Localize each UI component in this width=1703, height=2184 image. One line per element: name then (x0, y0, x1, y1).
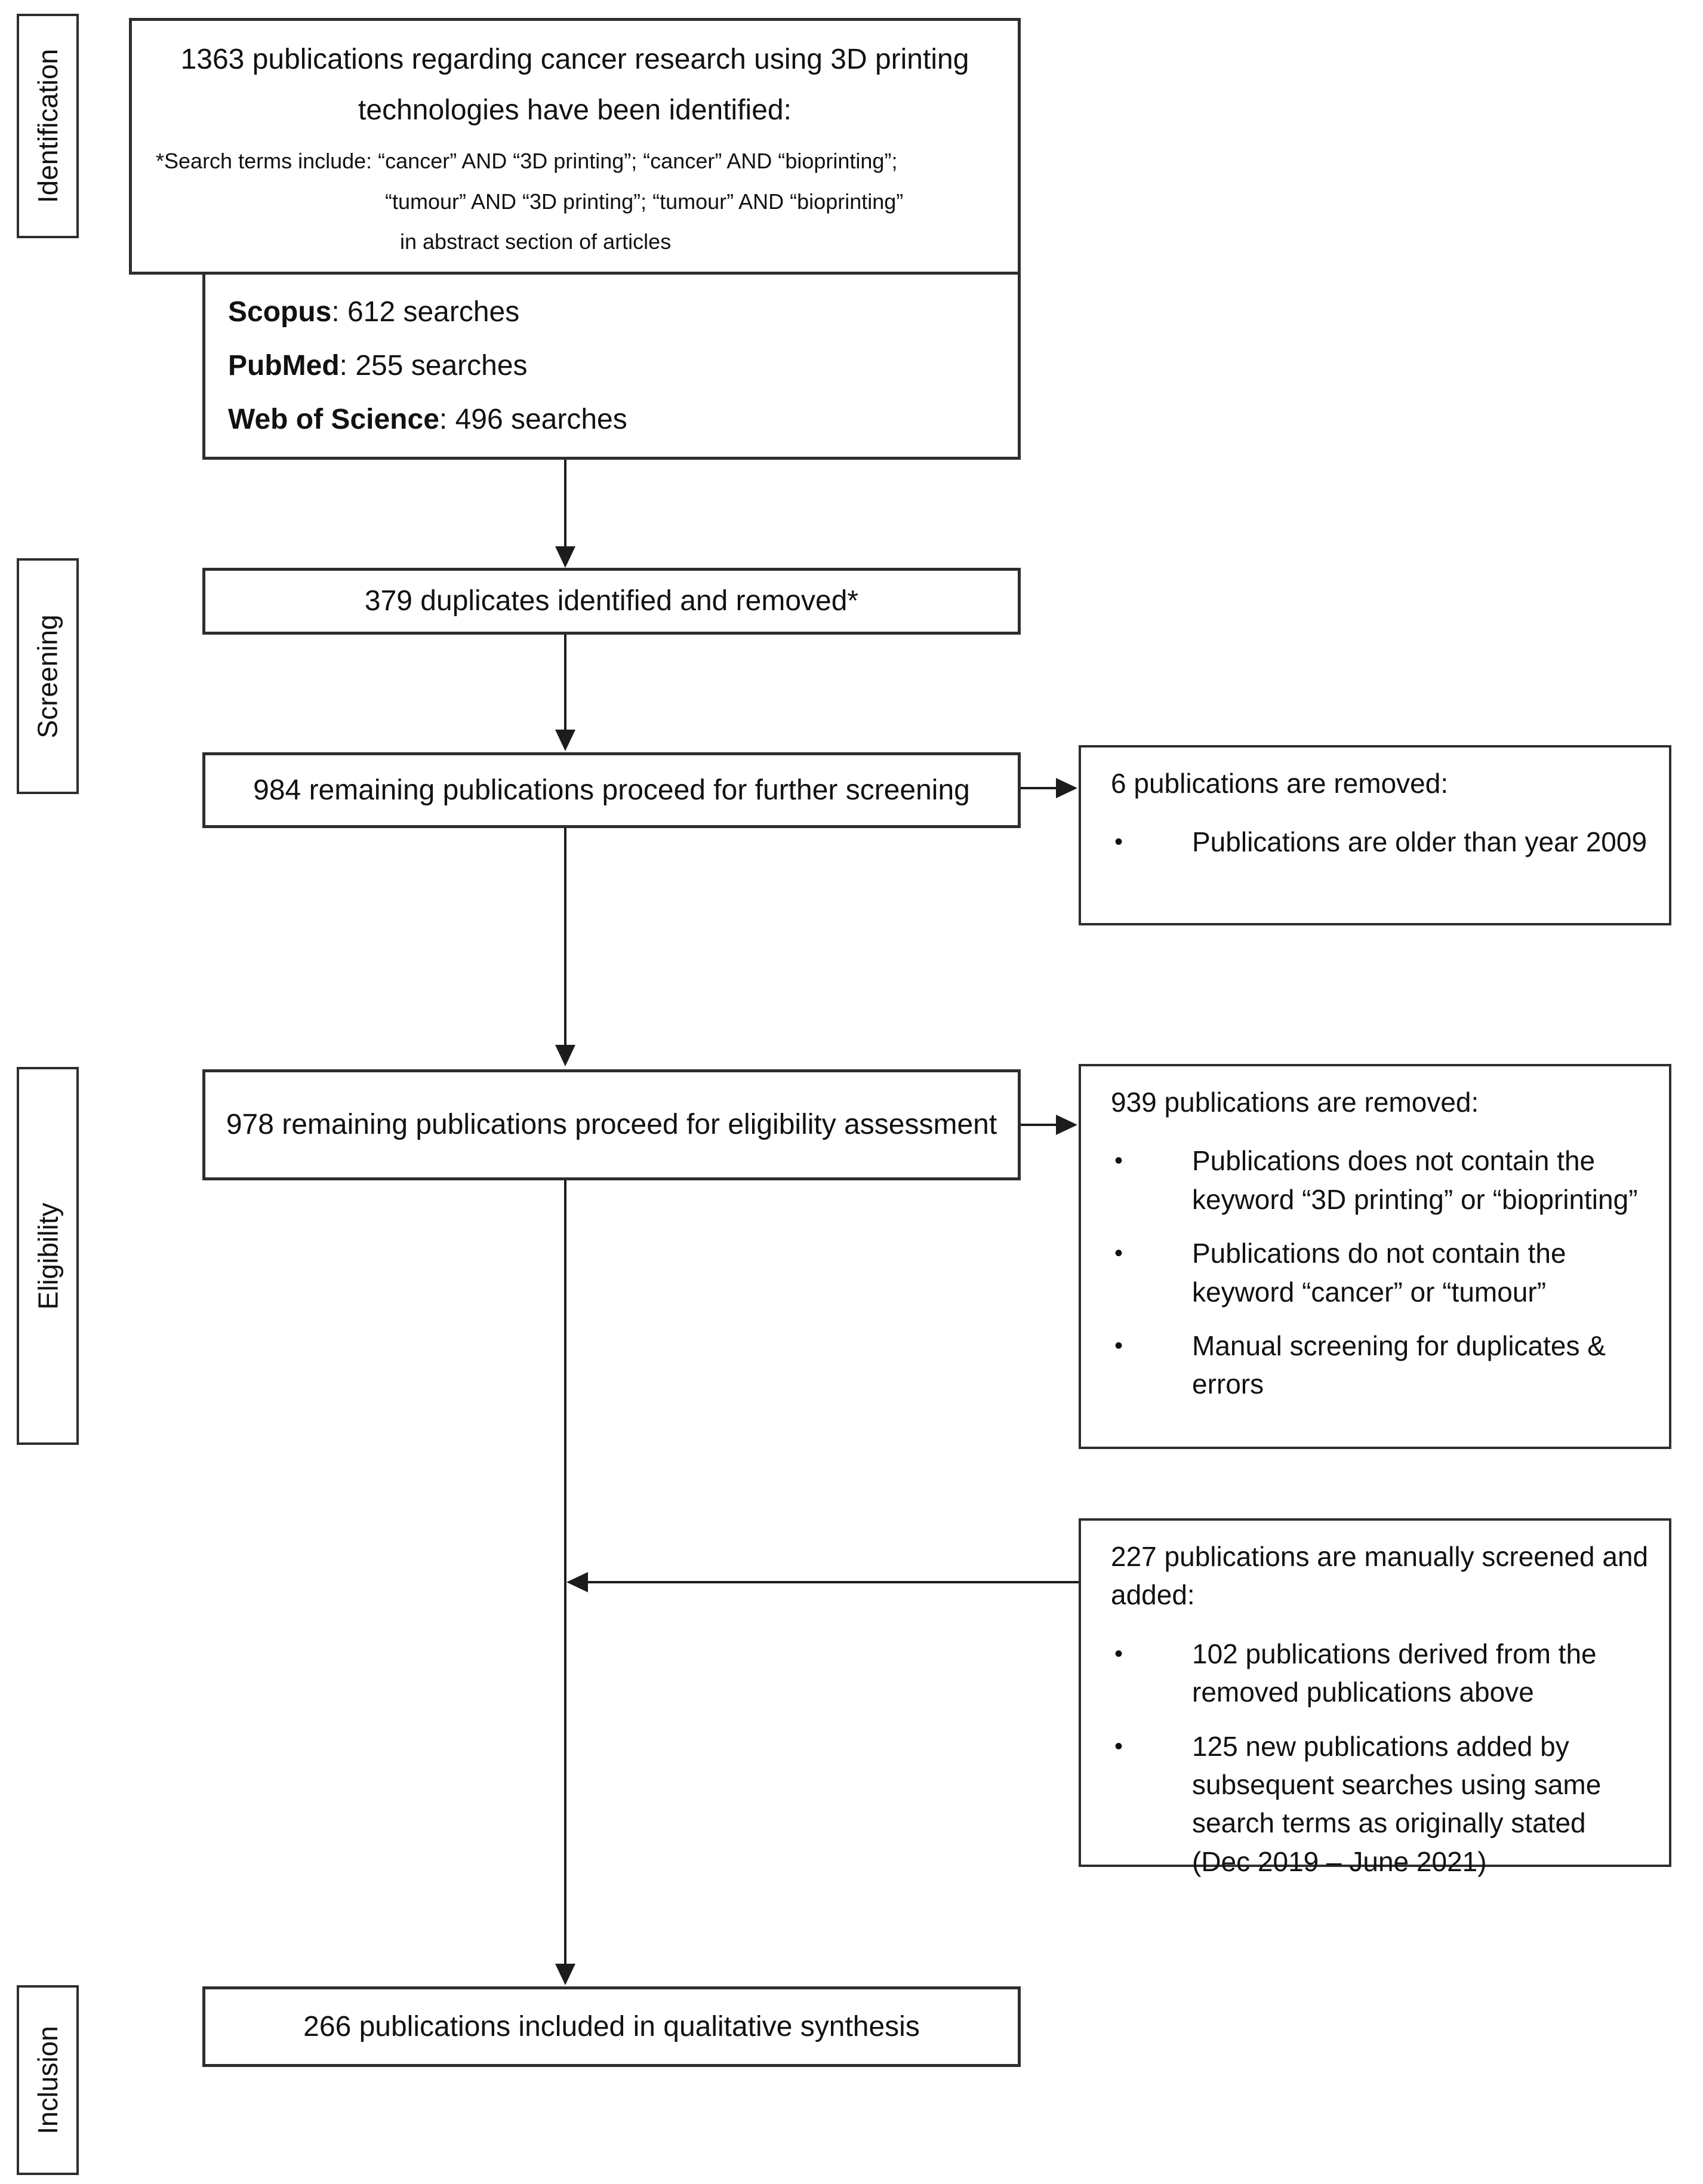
manually-added-bullet-1: • 102 publications derived from the remo… (1111, 1635, 1651, 1712)
manually-added-bullet-1-text: 102 publications derived from the remove… (1192, 1638, 1597, 1708)
eligibility-removed-bullet-2-text: Publications do not contain the keyword … (1192, 1238, 1566, 1308)
arrow-sources-to-duplicates-line (564, 460, 566, 548)
manually-added-bullet-2: • 125 new publications added by subseque… (1111, 1727, 1651, 1881)
arrow-eligibility-to-included-head-icon (555, 1964, 575, 1985)
eligibility-text: 978 remaining publications proceed for e… (226, 1109, 997, 1141)
source-count-web-of-science: : 496 searches (439, 404, 627, 435)
bullet-dot-icon: • (1114, 1240, 1123, 1267)
stage-label-identification-text: Identification (32, 48, 63, 204)
search-terms-line2: “tumour” AND “3D printing”; “tumour” AND… (385, 189, 904, 214)
identified-title-line2: technologies have been identified: (358, 94, 792, 127)
duplicates-removed-text: 379 duplicates identified and removed* (364, 585, 859, 617)
search-terms-note: *Search terms include: “cancer” AND “3D … (132, 141, 1018, 262)
arrow-added-to-mainflow-line (586, 1581, 1079, 1583)
eligibility-removed-bullet-2: • Publications do not contain the keywor… (1111, 1234, 1651, 1311)
manually-added-header: 227 publications are manually screened a… (1111, 1541, 1649, 1611)
arrow-eligibility-to-removed-head-icon (1056, 1115, 1077, 1135)
duplicates-removed-box: 379 duplicates identified and removed* (202, 568, 1021, 635)
stage-label-screening: Screening (17, 558, 79, 794)
source-count-scopus: : 612 searches (331, 296, 520, 328)
identified-title-line1: 1363 publications regarding cancer resea… (180, 44, 969, 75)
stage-label-inclusion: Inclusion (17, 1985, 79, 2175)
arrow-duplicates-to-screening-head-icon (555, 730, 575, 751)
arrow-screening-to-removed-head-icon (1056, 778, 1077, 798)
arrow-screening-to-removed-line (1021, 787, 1058, 789)
arrow-added-to-mainflow-head-icon (566, 1572, 588, 1592)
eligibility-removed-bullet-3: • Manual screening for duplicates & erro… (1111, 1327, 1651, 1404)
eligibility-box: 978 remaining publications proceed for e… (202, 1069, 1021, 1180)
screening-removed-box: 6 publications are removed: • Publicatio… (1079, 745, 1671, 925)
stage-label-eligibility-text: Eligibility (32, 1202, 64, 1309)
source-name-web-of-science: Web of Science (228, 404, 439, 435)
identified-publications-box: 1363 publications regarding cancer resea… (129, 18, 1021, 275)
screening-removed-bullet-1-text: Publications are older than year 2009 (1192, 826, 1647, 858)
manually-added-bullet-2-text: 125 new publications added by subsequent… (1192, 1730, 1602, 1877)
eligibility-removed-box: 939 publications are removed: • Publicat… (1079, 1064, 1671, 1449)
arrow-sources-to-duplicates-head-icon (555, 546, 575, 568)
source-name-scopus: Scopus (228, 296, 332, 328)
search-terms-line1: *Search terms include: “cancer” AND “3D … (156, 148, 898, 173)
screening-removed-header: 6 publications are removed: (1111, 768, 1449, 799)
source-count-pubmed: : 255 searches (339, 350, 528, 382)
search-terms-line3: in abstract section of articles (400, 229, 672, 254)
screening-box: 984 remaining publications proceed for f… (202, 752, 1021, 828)
bullet-dot-icon: • (1114, 829, 1123, 856)
identified-title: 1363 publications regarding cancer resea… (132, 34, 1018, 136)
database-sources-box: Scopus: 612 searches PubMed: 255 searche… (202, 272, 1021, 460)
bullet-dot-icon: • (1114, 1332, 1123, 1359)
arrow-duplicates-to-screening-line (564, 635, 566, 730)
source-name-pubmed: PubMed (228, 350, 340, 382)
manually-added-box: 227 publications are manually screened a… (1079, 1518, 1671, 1877)
arrow-screening-to-eligibility-head-icon (555, 1045, 575, 1066)
bullet-dot-icon: • (1114, 1148, 1123, 1174)
included-text: 266 publications included in qualitative… (303, 2010, 920, 2042)
eligibility-removed-bullet-1: • Publications does not contain the keyw… (1111, 1142, 1651, 1219)
arrow-eligibility-to-removed-line (1021, 1124, 1058, 1126)
source-line-web-of-science: Web of Science: 496 searches (228, 403, 1018, 436)
arrow-eligibility-to-included-line (564, 1180, 566, 1965)
stage-label-screening-text: Screening (32, 614, 64, 739)
stage-label-identification: Identification (17, 14, 79, 238)
source-line-scopus: Scopus: 612 searches (228, 296, 1018, 328)
included-box: 266 publications included in qualitative… (202, 1986, 1021, 2067)
eligibility-removed-bullet-3-text: Manual screening for duplicates & errors (1192, 1330, 1606, 1400)
eligibility-removed-header: 939 publications are removed: (1111, 1087, 1479, 1118)
eligibility-removed-bullet-1-text: Publications does not contain the keywor… (1192, 1145, 1638, 1215)
source-line-pubmed: PubMed: 255 searches (228, 349, 1018, 382)
stage-label-inclusion-text: Inclusion (32, 2026, 63, 2134)
bullet-dot-icon: • (1114, 1733, 1123, 1759)
screening-text: 984 remaining publications proceed for f… (253, 774, 970, 806)
arrow-screening-to-eligibility-line (564, 828, 566, 1046)
screening-removed-bullet-1: • Publications are older than year 2009 (1111, 823, 1651, 861)
bullet-dot-icon: • (1114, 1640, 1123, 1667)
stage-label-eligibility: Eligibility (17, 1067, 79, 1445)
